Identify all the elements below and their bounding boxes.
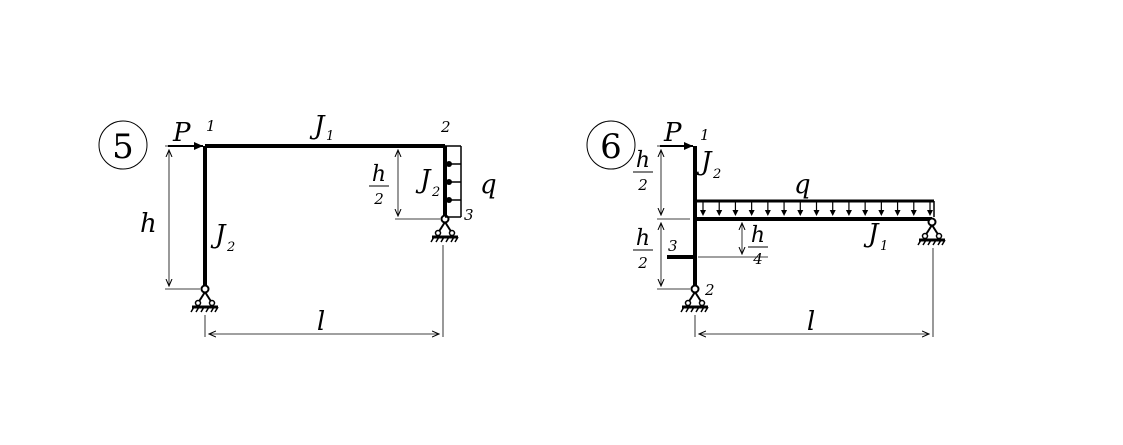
load-arrow-head	[927, 210, 933, 216]
figure-5-label-p: P	[172, 118, 191, 148]
figure-5-node-1: 1	[206, 117, 216, 135]
figure-6-number: 6	[600, 127, 622, 167]
figure-5-number: 5	[112, 127, 134, 167]
load-arrow-head	[845, 210, 852, 216]
figure-6-dim-l-label: l	[807, 307, 815, 337]
load-arrow-head	[862, 210, 869, 216]
figure-5-dim-half-h	[395, 150, 440, 220]
load-arrow-head	[716, 210, 723, 216]
load-arrow-head	[764, 210, 771, 216]
figure-6-dim-lower-den: 2	[637, 254, 648, 272]
figure-6-label-q: q	[794, 170, 811, 200]
load-arrow-head	[748, 210, 755, 216]
load-arrow-head	[813, 210, 820, 216]
figure-5-dim-l-label: l	[317, 307, 325, 337]
figure-5-number-circle	[98, 120, 148, 170]
load-arrow-head	[781, 210, 788, 216]
figure-5-right-support	[430, 214, 459, 243]
figure-5-left-col-j-sub: 2	[226, 240, 235, 255]
figure-6-distributed-load	[694, 199, 935, 217]
load-arrow-head	[910, 210, 917, 216]
figure-5-dim-h-label: h	[140, 209, 157, 239]
figure-5-right-col-j: J	[415, 165, 432, 195]
figure-6-dim-lower-num: h	[636, 226, 650, 251]
figure-6: 6	[586, 118, 946, 337]
figure-5-dim-h	[165, 145, 200, 290]
figure-5-node-2: 2	[440, 118, 451, 136]
figure-6-beam-j: J	[863, 219, 880, 249]
load-arrow-head	[878, 210, 885, 216]
figure-6-dim-upper-den: 2	[637, 176, 648, 194]
figure-5-left-support	[190, 284, 219, 313]
figure-6-beam-j-sub: 1	[880, 239, 888, 254]
figure-6-col-j-sub: 2	[712, 167, 721, 182]
figure-5-right-col-j-sub: 2	[431, 185, 440, 200]
figure-5-beam-j-sub: 1	[326, 129, 334, 144]
figure-6-dim-vertical	[657, 145, 690, 290]
figure-6-col-j: J	[696, 147, 713, 177]
figure-6-label-p: P	[663, 118, 682, 148]
figure-6-number-circle	[586, 120, 636, 170]
figure-6-dim-quarter-den: 4	[752, 250, 763, 268]
figure-6-node-2: 2	[704, 281, 715, 299]
figure-5-label-q: q	[480, 170, 497, 200]
figure-5: 5	[98, 111, 497, 337]
figure-6-dim-quarter-num: h	[751, 223, 765, 248]
load-arrow-head	[797, 210, 804, 216]
figure-5-dim-half-den: 2	[373, 190, 384, 208]
figure-6-load-arrows	[700, 202, 933, 216]
figure-6-dim-quarter	[698, 223, 768, 258]
load-arrow-head	[732, 210, 739, 216]
figure-6-dim-upper-num: h	[636, 148, 650, 173]
figure-5-dim-l	[204, 245, 444, 337]
figure-6-dim-l	[694, 248, 934, 337]
figure-6-node-1: 1	[700, 126, 710, 144]
figure-5-beam-j: J	[309, 111, 326, 141]
load-arrow-head	[700, 210, 706, 216]
figure-6-node-3: 3	[668, 237, 678, 255]
figure-6-bottom-support	[680, 284, 709, 313]
figure-5-dim-half-num: h	[372, 162, 386, 187]
load-arrow-head	[829, 210, 836, 216]
load-arrow-head	[894, 210, 901, 216]
figure-6-right-support	[917, 217, 946, 246]
figure-5-left-col-j: J	[210, 220, 227, 250]
figure-5-node-3: 3	[464, 206, 474, 224]
figure-5-distributed-load	[445, 145, 462, 218]
